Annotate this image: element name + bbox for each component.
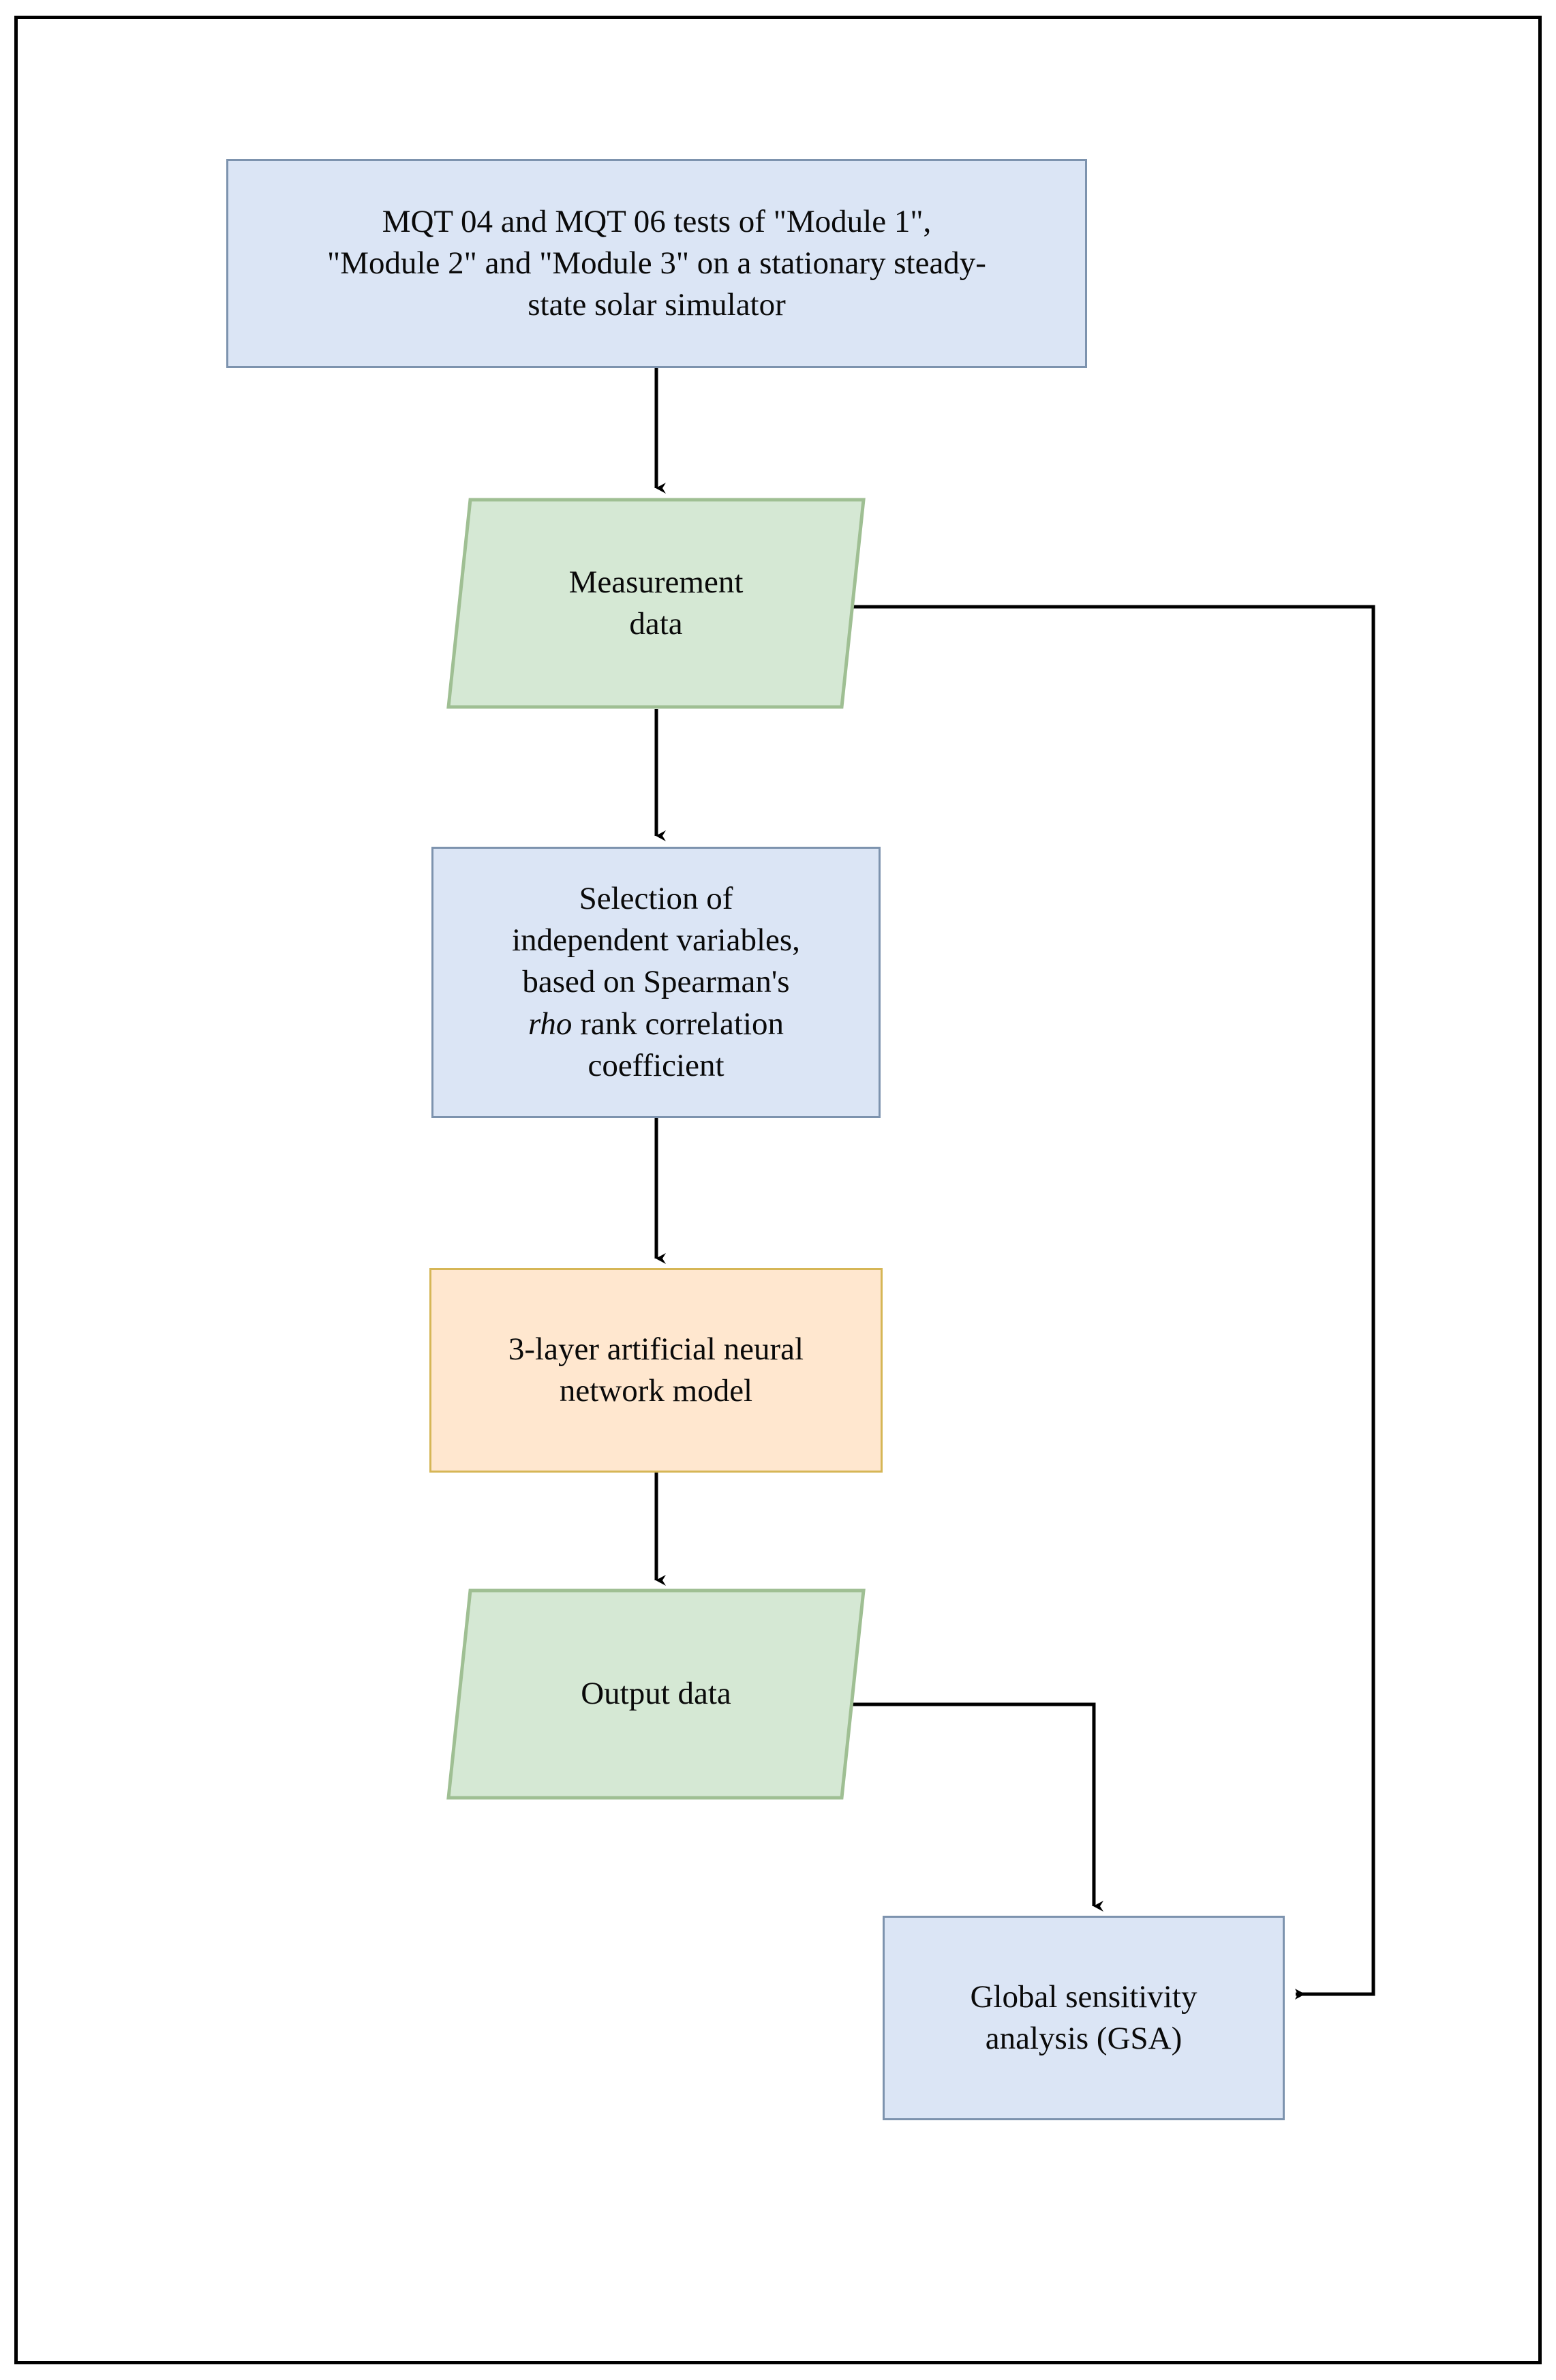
node-measurement-data-line1: Measurement [568,564,744,600]
node-mqt-tests-line1: MQT 04 and MQT 06 tests of "Module 1", [382,203,932,239]
edge-output-to-gsa [830,1702,1103,1912]
node-gsa-label: Global sensitivity analysis (GSA) [885,1976,1283,2060]
node-variable-selection-rho: rho [528,1006,573,1042]
edge-measurement-to-gsa [847,605,1375,2000]
node-variable-selection[interactable]: Selection of independent variables, base… [431,847,881,1118]
node-mqt-tests-line2: "Module 2" and "Module 3" on a stationar… [327,245,986,281]
node-mqt-tests-line3: state solar simulator [528,287,786,323]
node-mqt-tests[interactable]: MQT 04 and MQT 06 tests of "Module 1", "… [226,159,1087,368]
node-gsa-line2: analysis (GSA) [985,2021,1183,2056]
parallelogram-shape-measurement [446,498,866,709]
node-gsa[interactable]: Global sensitivity analysis (GSA) [883,1916,1285,2120]
node-variable-selection-line4: rho rank correlation [444,1004,868,1045]
node-measurement-data-label: Measurement data [446,562,866,645]
node-variable-selection-line3: based on Spearman's [522,964,790,1000]
node-variable-selection-line2: independent variables, [512,922,800,959]
node-variable-selection-line1: Selection of [579,881,733,917]
parallelogram-shape-output [446,1588,866,1800]
node-measurement-data[interactable]: Measurement data [446,498,866,709]
node-mqt-tests-label: MQT 04 and MQT 06 tests of "Module 1", "… [228,201,1085,326]
node-variable-selection-label: Selection of independent variables, base… [433,878,879,1086]
node-ann-model-line1: 3-layer artificial neural [508,1331,804,1367]
node-ann-model[interactable]: 3-layer artificial neural network model [429,1268,883,1473]
node-gsa-line1: Global sensitivity [970,1978,1197,2015]
node-ann-model-line2: network model [559,1373,753,1409]
node-variable-selection-line5: coefficient [588,1047,724,1083]
node-output-data-label: Output data [446,1673,866,1715]
node-output-data[interactable]: Output data [446,1588,866,1800]
node-ann-model-label: 3-layer artificial neural network model [431,1329,881,1412]
node-output-data-line1: Output data [581,1676,731,1712]
node-variable-selection-line4-rest: rank correlation [572,1006,784,1042]
node-measurement-data-line2: data [629,606,683,642]
